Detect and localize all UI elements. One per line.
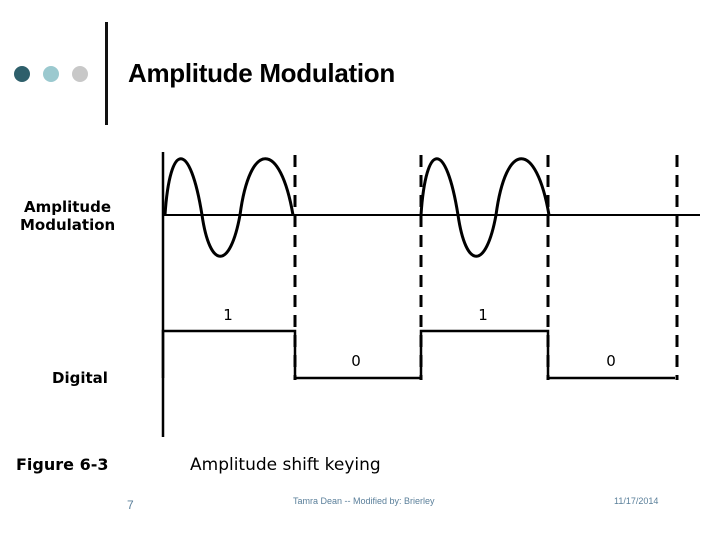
bit-label: 1 [223,306,233,324]
am-burst-1 [163,157,295,258]
dot-light-teal [43,66,59,82]
digital-label: Digital [52,369,108,387]
am-burst-2 [419,157,551,258]
am-label-line1: Amplitude [24,198,111,216]
figure-caption-number: Figure 6-3 [16,455,108,474]
ask-figure: Amplitude Modulation Digital 1 0 1 0 Fig… [16,152,700,475]
title-divider [105,22,108,125]
digital-signal [161,329,675,380]
slide-title: Amplitude Modulation [128,58,395,88]
bit-label: 1 [478,306,488,324]
figure-caption-text: Amplitude shift keying [190,455,381,475]
bit-label: 0 [351,352,361,370]
footer-date: 11/17/2014 [614,496,659,506]
dot-gray [72,66,88,82]
bit-label: 0 [606,352,616,370]
decorative-dots [14,66,88,82]
footer-author: Tamra Dean -- Modified by: Brierley [293,496,435,506]
dot-dark [14,66,30,82]
page-number: 7 [127,498,134,512]
am-label-line2: Modulation [20,216,115,234]
